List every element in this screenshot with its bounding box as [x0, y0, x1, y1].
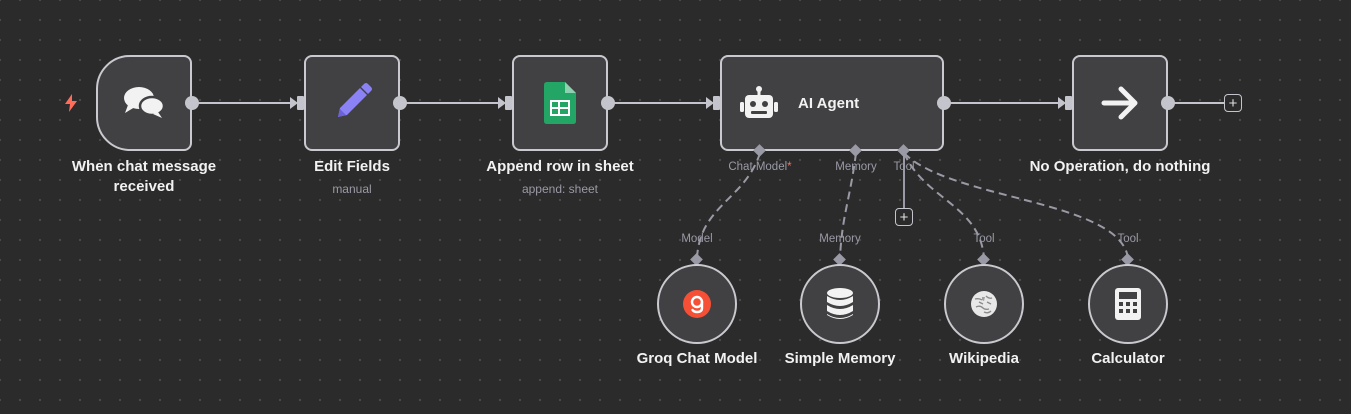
node-title-trigger: When chat message received	[71, 158, 217, 195]
subnode-title-memory: Simple Memory	[784, 350, 896, 367]
noop-input-port[interactable]	[1065, 96, 1072, 110]
connection-tool-calculator[interactable]	[903, 152, 1129, 259]
arrow-right-icon	[1101, 86, 1138, 120]
calculator-icon	[1115, 288, 1141, 320]
node-ai-agent[interactable]: AI Agent	[720, 55, 944, 151]
wikipedia-icon	[971, 291, 997, 317]
trigger-bolt-icon	[65, 94, 77, 112]
chat-bubbles-icon	[124, 87, 166, 118]
node-edit-fields[interactable]	[304, 55, 400, 151]
node-title-edit-fields: Edit Fields	[314, 158, 390, 175]
edit-output-port[interactable]	[393, 96, 407, 110]
subnode-port-label-wikipedia: Tool	[973, 233, 995, 245]
node-title-ai-agent: AI Agent	[798, 94, 860, 112]
node-title-no-operation: No Operation, do nothing	[1029, 158, 1211, 175]
agent-output-port[interactable]	[937, 96, 951, 110]
pencil-icon	[338, 83, 372, 117]
database-icon	[827, 288, 853, 319]
connection-model[interactable]	[696, 152, 761, 259]
node-append-row[interactable]	[512, 55, 608, 151]
subnode-port-label-memory: Memory	[819, 233, 861, 245]
arrow-head-edit	[290, 97, 298, 109]
subnode-port-label-groq: Model	[681, 233, 713, 245]
subnode-calculator[interactable]	[1088, 264, 1168, 344]
subnode-title-calculator: Calculator	[1091, 350, 1165, 367]
add-tool-button[interactable]: +	[895, 208, 913, 226]
connection-memory[interactable]	[839, 152, 857, 259]
node-chat-trigger[interactable]	[96, 55, 192, 151]
subnode-simple-memory[interactable]	[800, 264, 880, 344]
trigger-output-port[interactable]	[185, 96, 199, 110]
arrow-head-noop	[1058, 97, 1066, 109]
agent-port-label-memory: Memory	[835, 161, 877, 173]
groq-icon	[683, 290, 711, 318]
subnode-port-label-calculator: Tool	[1117, 233, 1139, 245]
subnode-groq-chat-model[interactable]	[657, 264, 737, 344]
subnode-title-wikipedia: Wikipedia	[949, 350, 1019, 367]
arrow-head-agent	[706, 97, 714, 109]
chat-model-label-text: Chat Model	[728, 161, 788, 173]
node-no-operation[interactable]	[1072, 55, 1168, 151]
node-subtitle-edit-fields: manual	[332, 182, 372, 196]
subnode-title-groq: Groq Chat Model	[636, 350, 758, 367]
agent-input-port[interactable]	[713, 96, 720, 110]
required-mark: *	[787, 161, 792, 173]
arrow-head-append	[498, 97, 506, 109]
node-title-append-row: Append row in sheet	[486, 158, 634, 175]
node-subtitle-append-row: append: sheet	[521, 182, 599, 196]
robot-icon	[740, 86, 778, 118]
add-next-node-button[interactable]: +	[1224, 94, 1242, 112]
connection-tool-wikipedia[interactable]	[903, 152, 985, 259]
agent-port-label-chat-model: Chat Model*	[718, 161, 802, 173]
append-input-port[interactable]	[505, 96, 512, 110]
agent-port-label-tool: Tool	[893, 161, 915, 173]
edit-input-port[interactable]	[297, 96, 304, 110]
google-sheets-icon	[544, 82, 576, 124]
noop-output-port[interactable]	[1161, 96, 1175, 110]
subnode-wikipedia[interactable]	[944, 264, 1024, 344]
append-output-port[interactable]	[601, 96, 615, 110]
